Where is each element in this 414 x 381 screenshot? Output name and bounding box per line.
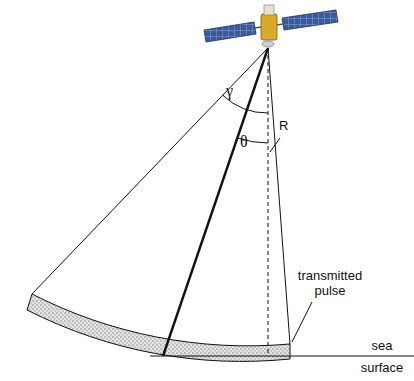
sea-surface-line	[150, 355, 414, 356]
pulse-leader	[292, 302, 312, 342]
look-line	[163, 48, 268, 356]
r-leader	[270, 138, 280, 152]
range-label: R	[279, 118, 293, 133]
satellite-icon	[204, 5, 338, 47]
beam-edge-left	[32, 48, 268, 294]
beam-edge-right	[268, 48, 290, 344]
angle-label: γ	[226, 82, 240, 100]
angle-label: θ	[240, 133, 254, 151]
surface-label: sea surface	[356, 335, 408, 379]
pulse-band	[27, 294, 290, 361]
nadir-line	[268, 48, 269, 356]
pulse-label: transmitted pulse	[290, 268, 370, 298]
